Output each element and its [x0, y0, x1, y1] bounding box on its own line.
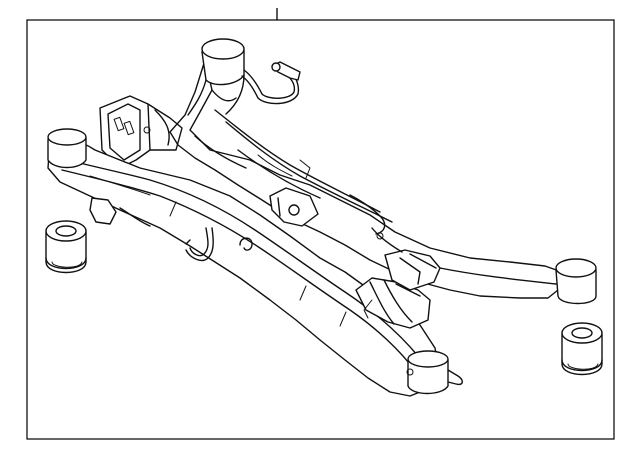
- rear-subframe-crossmember: [47, 38, 597, 397]
- subframe-bushing-left: [45, 220, 87, 274]
- subframe-bushing-right: [561, 322, 603, 376]
